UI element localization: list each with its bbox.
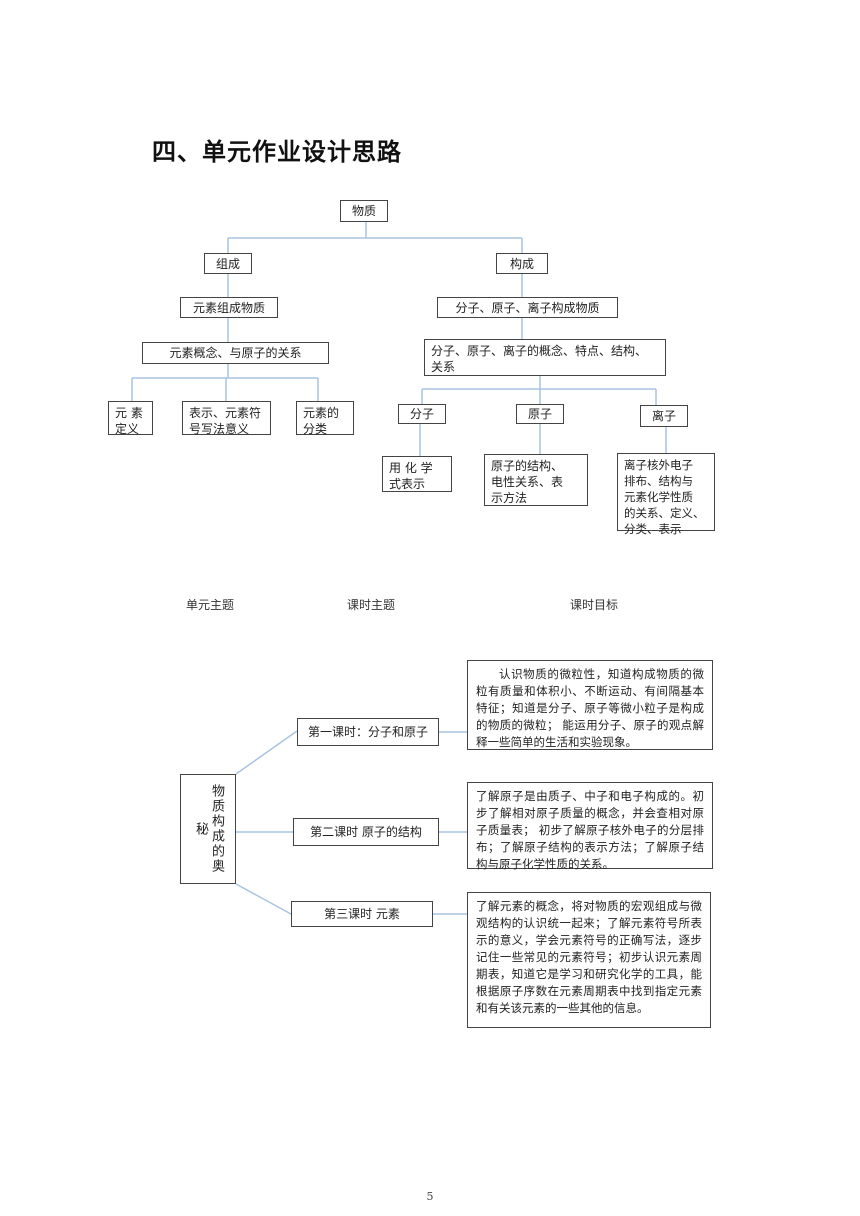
lesson-1-goal: 认识物质的微粒性，知道构成物质的微粒有质量和体积小、不断运动、有间隔基本特征；知… [467, 660, 713, 750]
element-concept-node: 元素概念、与原子的关系 [142, 342, 329, 364]
page-number: 5 [426, 1190, 434, 1203]
root-node: 物质 [340, 200, 388, 222]
ion-detail-node: 离子核外电子 排布、结构与 元素化学性质 的关系、定义、 分类、表示 [617, 453, 715, 536]
composition-node: 组成 [204, 253, 252, 274]
element-classification-node: 元素的 分类 [296, 401, 354, 436]
molecule-detail-node: 用 化 学 式表示 [382, 456, 452, 492]
particles-compose-node: 分子、原子、离子构成物质 [437, 297, 618, 318]
construction-node: 构成 [496, 253, 548, 274]
ion-node: 离子 [640, 405, 688, 427]
atom-detail-node: 原子的结构、 电性关系、表 示方法 [484, 454, 588, 506]
connector [235, 883, 292, 915]
atom-node: 原子 [516, 404, 564, 424]
header-lesson-theme: 课时主题 [347, 598, 396, 612]
element-definition-node: 元 素 定义 [108, 401, 153, 436]
section-heading: 四、单元作业设计思路 [152, 138, 402, 166]
element-symbol-node: 表示、元素符 号写法意义 [182, 401, 271, 436]
lesson-3-box: 第三课时 元素 [291, 901, 433, 927]
header-lesson-goal: 课时目标 [570, 598, 619, 612]
lesson-1-box: 第一课时：分子和原子 [297, 718, 439, 746]
molecule-node: 分子 [398, 404, 446, 424]
lesson-2-box: 第二课时 原子的结构 [293, 818, 439, 846]
element-composes-node: 元素组成物质 [180, 297, 278, 318]
particles-concept-node: 分子、原子、离子的概念、特点、结构、 关系 [424, 339, 666, 376]
header-unit-theme: 单元主题 [186, 598, 235, 612]
connector [235, 730, 298, 775]
lesson-2-goal: 了解原子是由质子、中子和电子构成的。初步了解相对原子质量的概念，并会查相对原子质… [467, 782, 713, 871]
unit-theme-box: 物质构成的奥秘 [180, 774, 236, 884]
lesson-3-goal: 了解元素的概念，将对物质的宏观组成与微观结构的认识统一起来；了解元素符号所表示的… [467, 892, 711, 1028]
